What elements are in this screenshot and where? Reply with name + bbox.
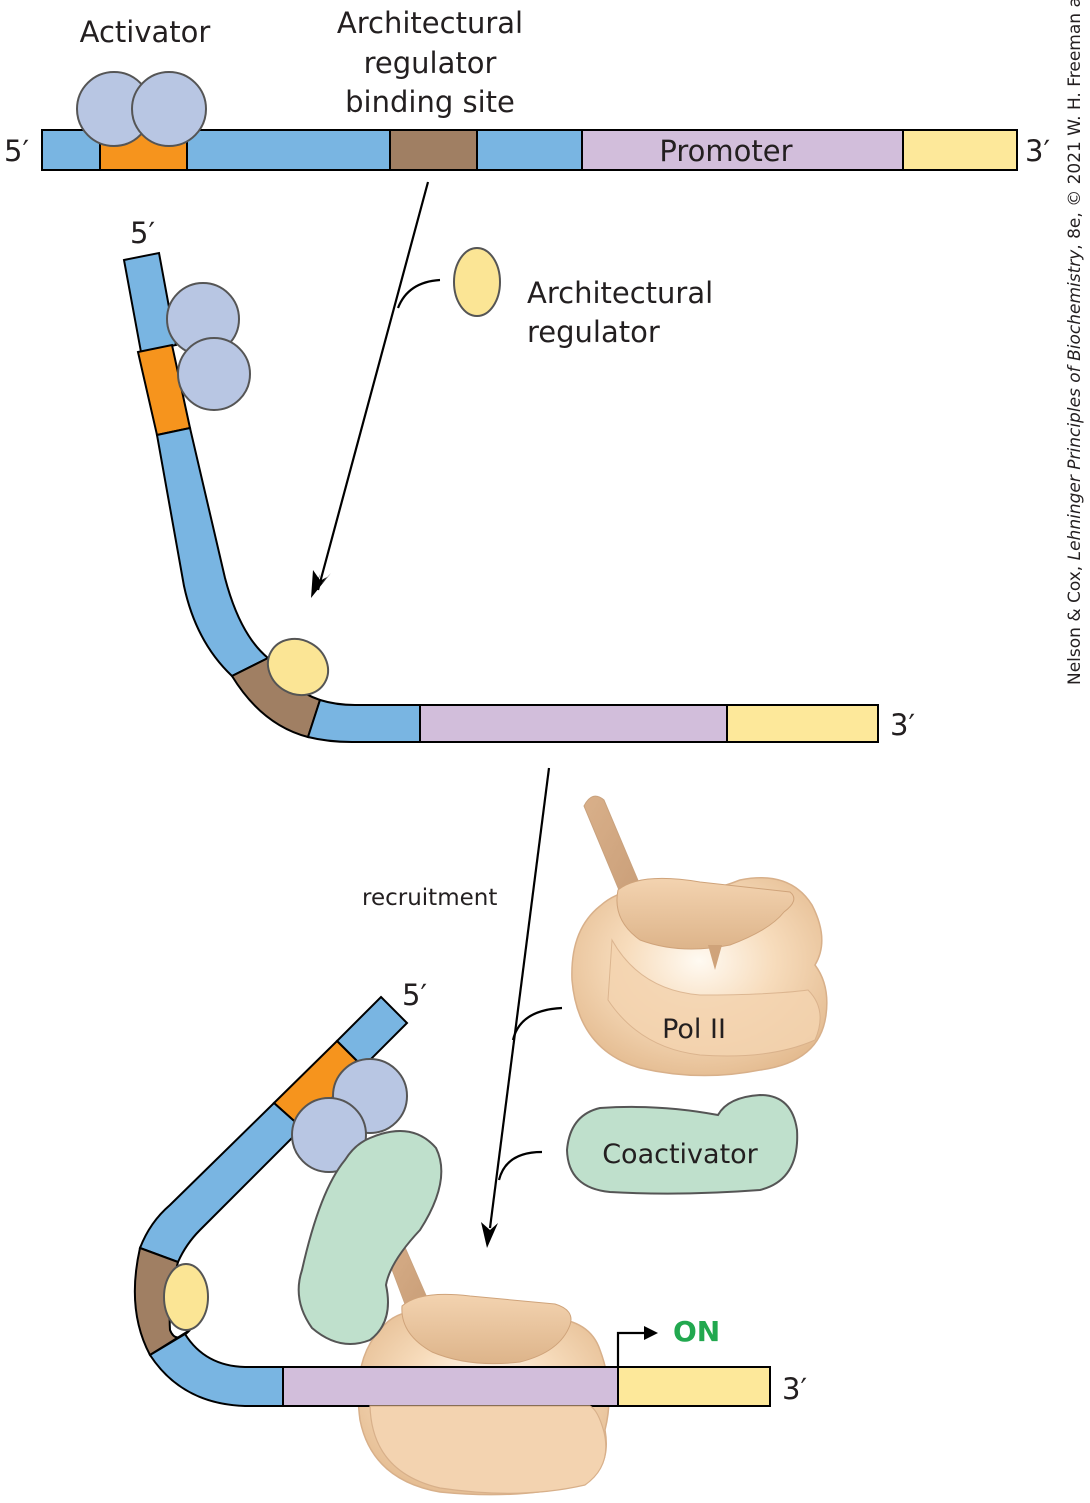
credit-suffix: , 8e, © 2021 W. H. Freeman and Company xyxy=(1065,0,1085,250)
credit-prefix: Nelson & Cox, xyxy=(1065,560,1085,685)
promoter-p3 xyxy=(282,1366,619,1407)
dna-bent-mid xyxy=(155,426,270,678)
transcription-start-arrow xyxy=(616,1331,645,1367)
label-promoter: Promoter xyxy=(659,134,792,168)
label-5-prime-p3: 5′ xyxy=(402,978,427,1012)
arch-regulator-binding-site xyxy=(389,129,478,171)
label-on: ON xyxy=(673,1315,720,1348)
label-coactivator: Coactivator xyxy=(602,1139,758,1170)
arrow-recruitment: recruitment xyxy=(362,767,563,1248)
free-pol2: Pol II xyxy=(571,795,828,1077)
label-arch-site-line3: binding site xyxy=(345,85,515,119)
dna-segment-pre-promoter xyxy=(476,129,583,171)
arrow-binding xyxy=(311,181,441,598)
panel-1-linear-dna: Activator Architectural regulator bindin… xyxy=(4,6,1050,171)
free-coactivator: Coactivator xyxy=(565,1093,799,1195)
dna-segment-middle xyxy=(186,129,391,171)
label-3-prime: 3′ xyxy=(1025,134,1050,168)
arrow-branch-pol2 xyxy=(511,1006,563,1041)
free-arch-regulator: Architectural regulator xyxy=(453,247,713,349)
label-3-prime-p2: 3′ xyxy=(890,708,915,742)
promoter-region xyxy=(581,129,904,171)
panel-2-bent-dna: 5′ 3′ xyxy=(122,216,915,743)
downstream-bent xyxy=(726,704,879,743)
label-arch-regulator-line2: regulator xyxy=(527,315,660,349)
label-activator: Activator xyxy=(80,15,211,49)
dna-bent-post xyxy=(306,698,421,743)
credit-book: Lehninger Principles of Biochemistry xyxy=(1065,249,1085,561)
coactivator-shape xyxy=(565,1093,799,1195)
pol2-jaw xyxy=(607,938,821,1057)
arrow-branch-coactivator xyxy=(497,1150,543,1181)
dna-p3-curve xyxy=(148,1332,284,1407)
label-arch-site-line2: regulator xyxy=(364,46,497,80)
arrow-branch-arch-regulator xyxy=(396,278,441,309)
activator-p3-lower xyxy=(291,1097,367,1173)
credit-line: Nelson & Cox, Lehninger Principles of Bi… xyxy=(1065,0,1085,685)
panel-3-complex: ON 5′ 3′ xyxy=(133,978,807,1496)
promoter-bent xyxy=(419,704,728,743)
pol2-bound-clamp xyxy=(401,1293,572,1365)
coactivator-bound xyxy=(297,1130,443,1345)
pol2-bound-front-lobe xyxy=(369,1405,607,1494)
arch-regulator-p3 xyxy=(163,1263,209,1331)
label-5-prime-p2: 5′ xyxy=(130,216,155,250)
arch-regulator-bound xyxy=(266,637,330,697)
activator-subunit-right xyxy=(131,71,207,147)
label-5-prime: 5′ xyxy=(4,134,29,168)
label-pol2: Pol II xyxy=(662,1014,726,1045)
label-3-prime-p3: 3′ xyxy=(782,1372,807,1406)
dna-p3-diag xyxy=(138,1101,304,1264)
downstream-region xyxy=(902,129,1018,171)
dna-bent-top xyxy=(122,251,178,354)
label-arch-site-line1: Architectural xyxy=(337,6,523,40)
svg-text:Nelson & Cox, Lehninger Princi: Nelson & Cox, Lehninger Principles of Bi… xyxy=(1065,0,1085,685)
label-arch-regulator-line1: Architectural xyxy=(527,276,713,310)
pol2-stalk xyxy=(583,795,643,903)
downstream-p3 xyxy=(617,1366,771,1407)
activator-bent-lower xyxy=(177,337,251,411)
label-recruitment: recruitment xyxy=(362,885,497,911)
pol2-clamp xyxy=(616,877,795,950)
